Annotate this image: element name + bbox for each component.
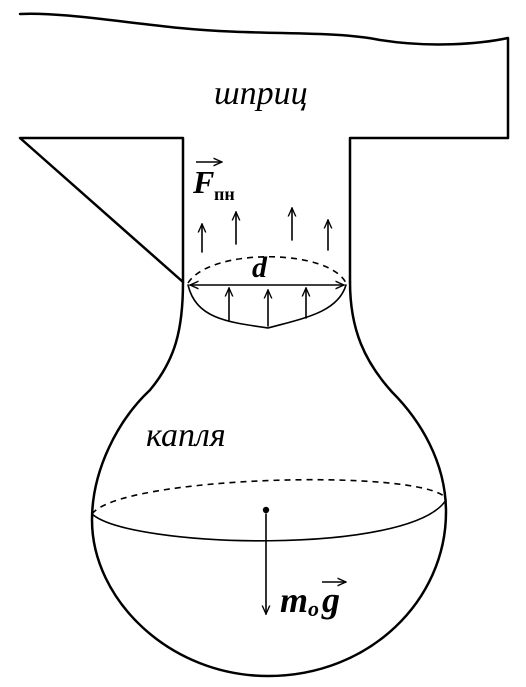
syringe-label: шприц [214,75,308,112]
force-subscript: пн [214,184,235,204]
meniscus-upper-arc [187,256,347,284]
drop-equator-back [91,478,447,515]
weight-subscript: o [308,596,319,621]
diameter-label: d [252,251,268,284]
force-symbol: F [192,164,214,200]
center-of-mass-point [262,506,270,514]
force-label: F пн [192,162,235,204]
weight-mass-symbol: m [280,580,308,620]
drop-outline [90,280,448,678]
weight-label: m o g [280,580,346,621]
drop-equator-front [91,499,447,542]
meniscus-lower-curve [187,284,347,329]
drop-label: капля [146,417,226,454]
syringe-outline [18,12,510,284]
weight-g-symbol: g [321,580,340,620]
